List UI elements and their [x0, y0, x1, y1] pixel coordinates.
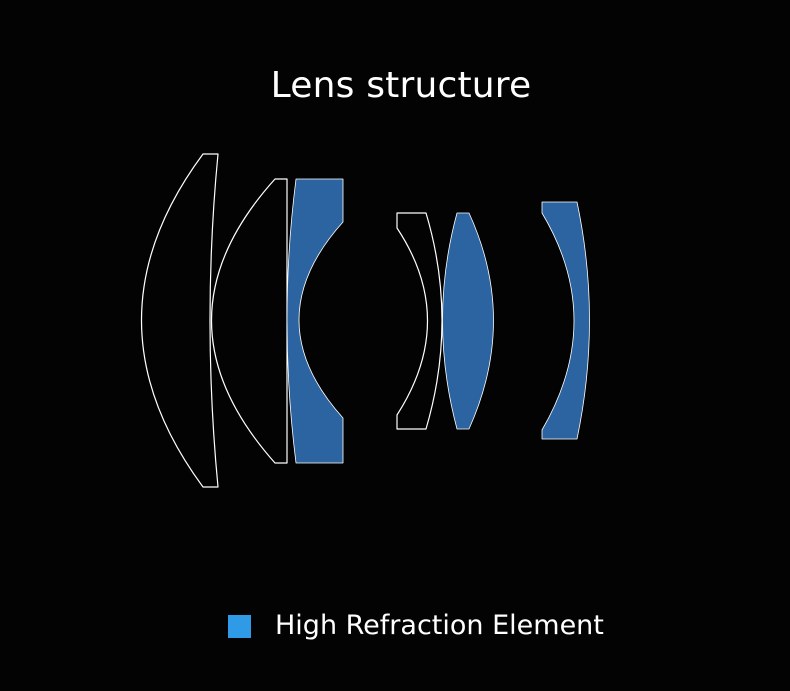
- legend-swatch-high-refraction: [228, 614, 251, 638]
- legend-label: High Refraction Element: [275, 610, 604, 641]
- lens-element-4: [396, 212, 443, 430]
- lens-element-6: [541, 201, 590, 440]
- lens-element-1: [140, 153, 219, 488]
- lens-element-3: [286, 178, 344, 464]
- diagram-title: Lens structure: [270, 65, 532, 106]
- lens-element-2: [211, 178, 288, 464]
- legend: High Refraction Element: [228, 604, 604, 648]
- lens-element-5: [442, 212, 494, 430]
